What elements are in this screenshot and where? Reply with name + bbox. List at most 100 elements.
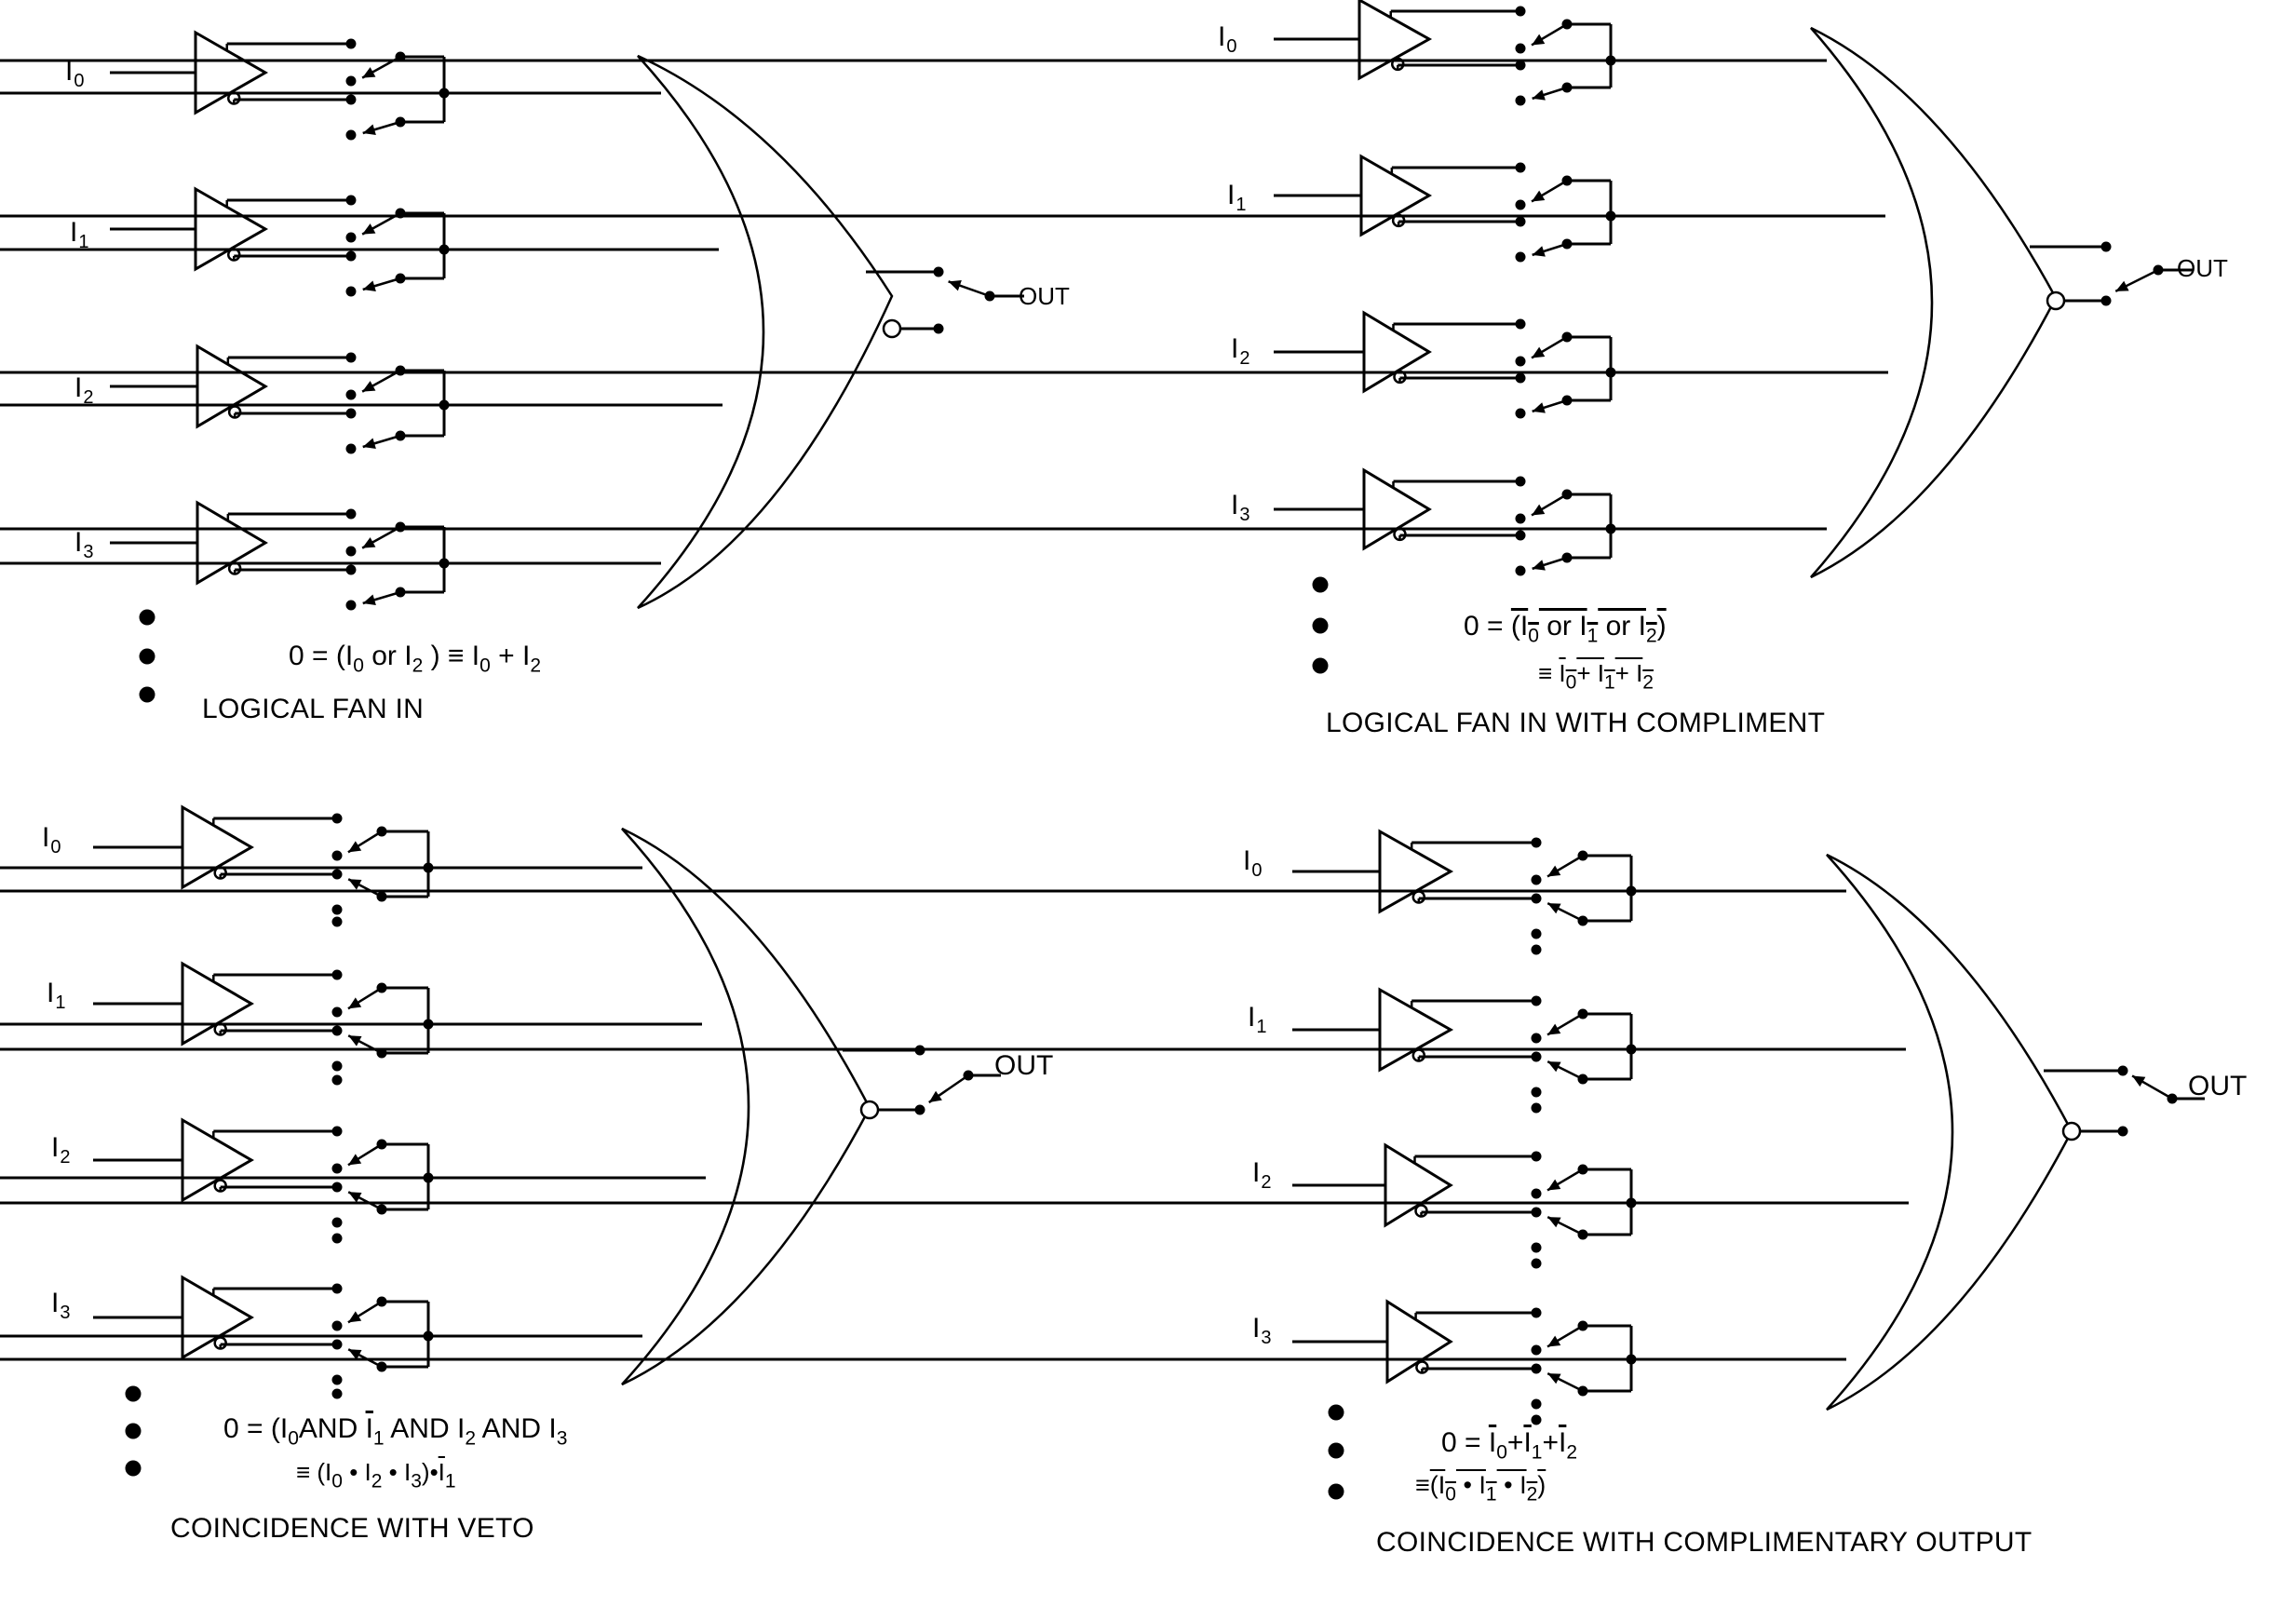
contact-complement [345,250,357,262]
contact-mid [345,232,357,243]
switch-arrowhead [1547,1023,1561,1035]
output-contact-true [2100,241,2112,252]
contact-true [345,352,357,363]
continuation-dot [1531,1258,1542,1269]
ellipsis-dot [125,1423,142,1439]
contact-true [1531,1151,1542,1162]
input-label-i0: I0 [1243,845,1263,881]
output-label: OUT [1019,282,1070,310]
continuation-dot [331,916,343,927]
ellipsis-dot [1328,1404,1344,1421]
contact-complement [331,1025,343,1036]
contact-true [345,195,357,206]
contact-true [1515,318,1526,330]
contact-off [1515,408,1526,419]
ellipsis-dot [125,1385,142,1402]
contact-true [1515,6,1526,17]
ellipsis-dot [139,648,155,665]
contact-mid [1515,199,1526,210]
contact-true [1531,837,1542,848]
gate-output-bubble [2061,1121,2082,1141]
contact-complement [1515,530,1526,541]
switch-arrowhead [362,67,376,78]
ellipsis-dot [1312,657,1329,674]
switch-arrowhead [1532,246,1546,257]
input-label-i1: I1 [47,978,66,1013]
contact-mid [345,75,357,87]
switch-arrowhead [348,1349,362,1360]
contact-off [331,1060,343,1072]
switch-arrowhead [347,1154,362,1166]
equation-line-1: 0 = (I0 or I1 or I2) [1464,611,1667,647]
input-label-i0: I0 [65,56,85,91]
contact-complement [1531,893,1542,904]
contact-true [1515,476,1526,487]
switch-arrowhead [362,124,376,136]
input-label-i0: I0 [42,822,61,858]
contact-complement [331,869,343,880]
contact-off [345,443,357,454]
contact-mid [331,850,343,861]
switch-arrowhead [1547,903,1561,914]
equation-line-2: ≡ I0+ I1+ I2 [1538,659,1654,694]
contact-mid [1531,1344,1542,1356]
contact-true [331,969,343,980]
switch-arrowhead [1547,1335,1561,1347]
contact-complement [1531,1363,1542,1374]
caption: LOGICAL FAN IN [202,694,425,724]
switch-arrowhead [348,1192,362,1203]
contact-mid [1515,356,1526,367]
equation: 0 = (I0 or I2 ) ≡ I0 + I2 [289,641,542,677]
or-gate [1810,26,2058,579]
ellipsis-dot [139,686,155,703]
switch-arrowhead [347,841,362,853]
continuation-dot [1531,944,1542,955]
output-contact-true [933,266,944,277]
switch-arrowhead [362,223,376,235]
input-label-i3: I3 [74,527,94,562]
output-label: OUT [994,1050,1054,1081]
switch-arrowhead [2115,280,2129,291]
switch-arrowhead [1532,504,1546,516]
switch-arrowhead [362,594,376,606]
continuation-dot [331,1074,343,1086]
contact-mid [1531,874,1542,885]
input-label-i1: I1 [70,217,89,252]
contact-mid [1515,513,1526,524]
continuation-dot [1531,1414,1542,1425]
contact-true [1515,162,1526,173]
contact-off [1531,928,1542,939]
input-label-i1: I1 [1248,1002,1267,1037]
output-contact-complement [2117,1126,2128,1137]
contact-true [331,813,343,824]
contact-mid [345,389,357,400]
switch-arrowhead [1547,1373,1561,1384]
continuation-dot [1531,1102,1542,1114]
switch-arrowhead [1532,560,1546,571]
output-label: OUT [2188,1071,2248,1101]
contact-off [331,1217,343,1228]
contact-mid [331,1320,343,1331]
contact-complement [1515,372,1526,384]
contact-off [1515,95,1526,106]
contact-off [1531,1087,1542,1098]
contact-off [1515,251,1526,263]
contact-true [331,1126,343,1137]
contact-complement [1515,60,1526,71]
ellipsis-dot [139,609,155,626]
caption: COINCIDENCE WITH COMPLIMENTARY OUTPUT [1376,1527,2033,1558]
output-label: OUT [2177,254,2228,282]
contact-off [331,904,343,915]
contact-complement [1531,1051,1542,1062]
input-label-i2: I2 [74,372,94,408]
switch-arrowhead [362,280,376,292]
output-contact-complement [914,1104,925,1115]
contact-off [345,129,357,141]
caption: LOGICAL FAN IN WITH COMPLIMENT [1326,708,1826,738]
contact-complement [345,94,357,105]
contact-complement [1531,1207,1542,1218]
